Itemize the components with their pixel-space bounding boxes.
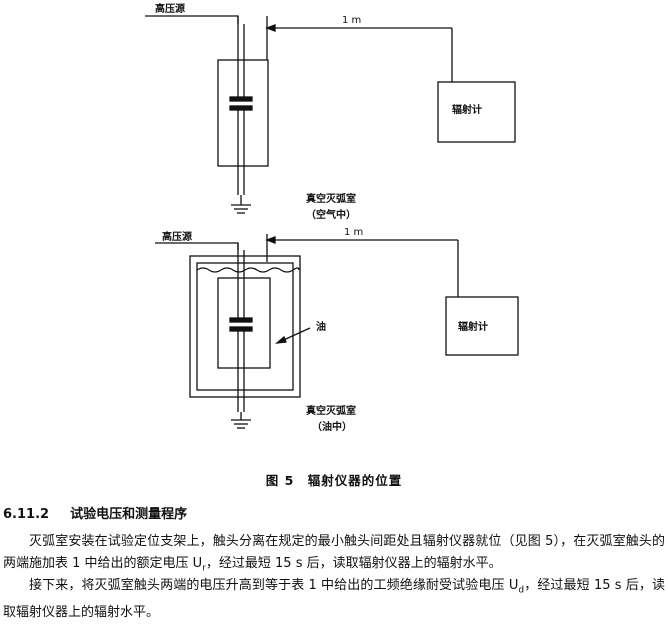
paragraph-2-text: 接下来，将灭弧室触头两端的电压升高到等于表 1 中给出的工频绝缘耐受试验电压 U bbox=[29, 578, 519, 593]
section-heading: 6.11.2 试验电压和测量程序 bbox=[3, 503, 187, 522]
paragraph-2-tail: ，经过最短 15 s 后，读取辐射仪器上的辐射水平。 bbox=[3, 578, 665, 620]
paragraph-1-subscript: r bbox=[202, 563, 206, 574]
contact-upper-top bbox=[229, 96, 253, 102]
chamber-label-bottom-1: 真空灭弧室 bbox=[306, 404, 356, 417]
vacuum-chamber-top bbox=[217, 59, 269, 167]
oil-surface bbox=[196, 267, 300, 273]
hv-source-label-bottom: 高压源 bbox=[162, 230, 192, 243]
radiation-meter-bottom bbox=[445, 296, 519, 356]
paragraph-1-tail: ，经过最短 15 s 后，读取辐射仪器上的辐射水平。 bbox=[205, 556, 502, 571]
section-title: 试验电压和测量程序 bbox=[70, 507, 188, 522]
distance-label-bottom: 1 m bbox=[344, 227, 363, 238]
radiation-meter-top bbox=[437, 81, 516, 143]
distance-label-top: 1 m bbox=[342, 15, 361, 26]
contact-upper-bottom bbox=[229, 317, 253, 323]
oil-tank-inner bbox=[196, 262, 294, 391]
hv-source-label-top: 高压源 bbox=[155, 2, 185, 15]
section-number: 6.11.2 bbox=[3, 507, 50, 522]
paragraph-1-text: 灭弧室安装在试验定位支架上，触头分离在规定的最小触头间距处且辐射仪器就位（见图 … bbox=[3, 534, 665, 571]
chamber-label-bottom-2: （油中） bbox=[312, 420, 352, 433]
radiation-meter-position-figure: 高压源 1 m 辐射计 真空灭弧室 （空气中） bbox=[145, 2, 519, 433]
meter-label-top: 辐射计 bbox=[452, 103, 482, 116]
paragraph-2-subscript: d bbox=[518, 585, 525, 596]
meter-label-bottom: 辐射计 bbox=[458, 320, 488, 333]
contact-lower-bottom bbox=[229, 326, 253, 332]
paragraph-1: 灭弧室安装在试验定位支架上，触头分离在规定的最小触头间距处且辐射仪器就位（见图 … bbox=[3, 531, 665, 580]
chamber-label-top-2: （空气中） bbox=[306, 208, 356, 221]
chamber-label-top-1: 真空灭弧室 bbox=[306, 192, 356, 205]
figure-caption: 图 5 辐射仪器的位置 bbox=[265, 473, 403, 488]
diagram-in-oil bbox=[155, 234, 519, 429]
paragraph-2: 接下来，将灭弧室触头两端的电压升高到等于表 1 中给出的工频绝缘耐受试验电压 U… bbox=[3, 575, 665, 624]
oil-label: 油 bbox=[316, 320, 326, 333]
oil-tank-outer bbox=[189, 255, 301, 398]
diagram-in-air bbox=[145, 15, 516, 214]
hv-lead-top bbox=[145, 15, 239, 24]
contact-lower-top bbox=[229, 105, 253, 111]
